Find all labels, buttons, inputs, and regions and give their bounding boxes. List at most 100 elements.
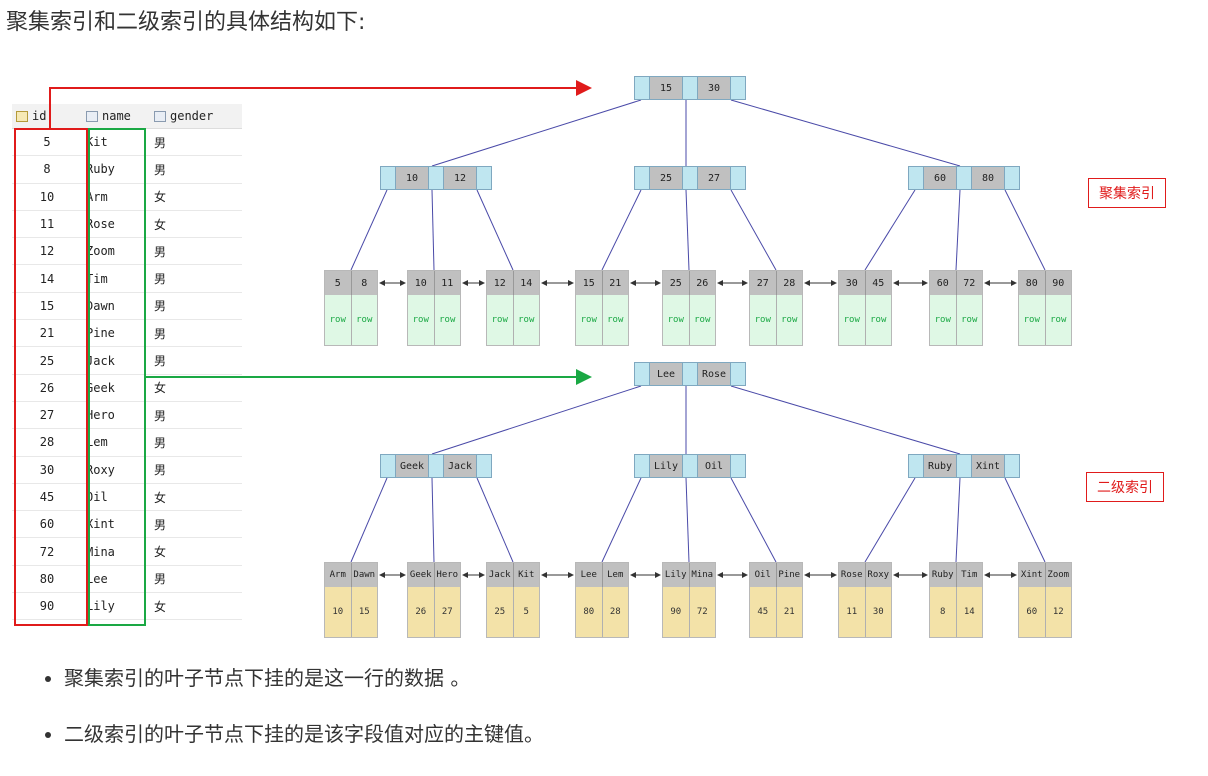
id-cell: 15	[12, 292, 82, 321]
node-key: Geek	[395, 455, 429, 477]
connector-line	[601, 477, 642, 563]
gender-cell: 男	[150, 237, 242, 266]
connector-line	[476, 189, 514, 271]
col-header-name: name	[82, 104, 150, 129]
leaf-value: 28	[601, 587, 628, 637]
leaf-value: 25	[487, 587, 513, 637]
name-cell: Dawn	[82, 292, 150, 321]
leaf-value: 90	[663, 587, 689, 637]
clustered-pointer-arrow	[49, 80, 592, 128]
connector-line	[730, 189, 777, 271]
page-heading: 聚集索引和二级索引的具体结构如下:	[6, 10, 366, 35]
connector-line	[350, 189, 388, 271]
leaf-value: row	[930, 295, 956, 345]
leaf-key: Roxy	[864, 563, 891, 587]
leaf-key: 72	[955, 271, 982, 295]
node-key: Lily	[649, 455, 683, 477]
leaf-key: Lem	[601, 563, 628, 587]
name-cell: Rose	[82, 210, 150, 239]
id-cell: 12	[12, 237, 82, 266]
gender-cell: 男	[150, 456, 242, 484]
connector-line	[864, 189, 916, 271]
id-cell: 30	[12, 456, 82, 484]
id-cell: 5	[12, 128, 82, 157]
leaf-key: 60	[930, 271, 956, 295]
gender-cell: 男	[150, 319, 242, 348]
leaf-value: row	[955, 295, 982, 345]
id-cell: 72	[12, 537, 82, 566]
leaf-key: 11	[433, 271, 460, 295]
leaf-value: 11	[839, 587, 865, 637]
leaf-value: row	[775, 295, 802, 345]
leaf-key: 80	[1019, 271, 1045, 295]
connector-line	[864, 477, 916, 563]
secondary-index-tag: 二级索引	[1086, 472, 1164, 502]
leaf-key: Ruby	[930, 563, 956, 587]
leaf-value: 72	[688, 587, 715, 637]
leaf-value: 15	[350, 587, 377, 637]
gender-cell: 男	[150, 428, 242, 457]
id-cell: 90	[12, 592, 82, 621]
node-key: 25	[649, 167, 683, 189]
connector-line	[955, 477, 961, 563]
node-key: Xint	[971, 455, 1005, 477]
leaf-value: row	[750, 295, 776, 345]
id-cell: 11	[12, 210, 82, 239]
connector-line	[431, 385, 642, 455]
connector-line	[1004, 189, 1046, 271]
leaf-value: 45	[750, 587, 776, 637]
node-key: 10	[395, 167, 429, 189]
leaf-value: row	[512, 295, 539, 345]
note-clustered: 聚集索引的叶子节点下挂的是这一行的数据 。	[64, 664, 544, 720]
connector-line	[431, 189, 435, 271]
id-cell: 45	[12, 483, 82, 512]
leaf-value: row	[839, 295, 865, 345]
leaf-key: 8	[350, 271, 377, 295]
leaf-key: 25	[663, 271, 689, 295]
id-cell: 27	[12, 401, 82, 430]
col-header-gender: gender	[150, 104, 242, 129]
connector-line	[730, 99, 961, 167]
name-cell: Lem	[82, 428, 150, 457]
leaf-value: row	[325, 295, 351, 345]
leaf-value: 80	[576, 587, 602, 637]
gender-cell: 女	[150, 483, 242, 512]
leaf-key: Dawn	[350, 563, 377, 587]
leaf-key: Lee	[576, 563, 602, 587]
leaf-key: Pine	[775, 563, 802, 587]
node-key: 15	[649, 77, 683, 99]
column-icon	[154, 111, 166, 122]
gender-cell: 女	[150, 183, 242, 211]
leaf-key: 28	[775, 271, 802, 295]
leaf-value: row	[576, 295, 602, 345]
connector-line	[476, 477, 514, 563]
leaf-value: row	[864, 295, 891, 345]
name-cell: Kit	[82, 128, 150, 157]
leaf-value: 60	[1019, 587, 1045, 637]
node-key: Oil	[697, 455, 731, 477]
name-cell: Xint	[82, 510, 150, 539]
node-key: 27	[697, 167, 731, 189]
leaf-key: 90	[1044, 271, 1071, 295]
leaf-key: 27	[750, 271, 776, 295]
node-key: Lee	[649, 363, 683, 385]
leaf-key: Mina	[688, 563, 715, 587]
